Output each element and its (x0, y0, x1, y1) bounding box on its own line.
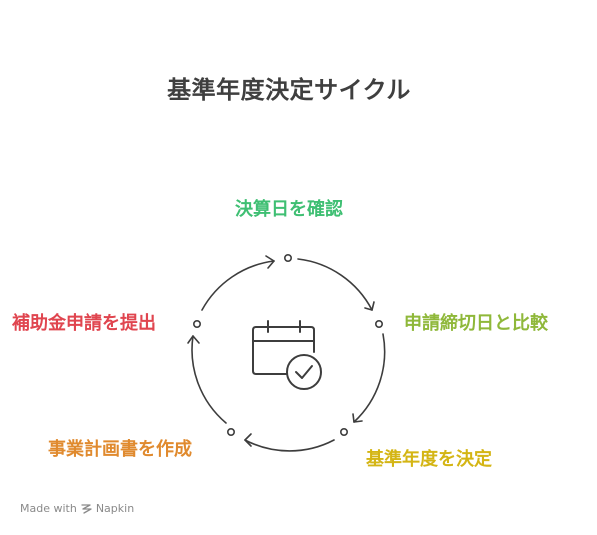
arrowhead-3 (244, 433, 252, 447)
cycle-arrow-1 (297, 258, 373, 311)
calendar-check-icon (252, 320, 322, 390)
stage-node-deadline (374, 319, 383, 328)
stage-label-compare-deadline: 申請締切日と比較 (404, 313, 548, 334)
stage-label-confirm-closing-date: 決算日を確認 (235, 199, 343, 220)
cycle-arrow-2 (353, 333, 386, 423)
footer-attribution: Made with Napkin (20, 502, 134, 515)
diagram-title: 基準年度決定サイクル (167, 76, 411, 104)
cycle-arrow-4 (191, 335, 227, 424)
stage-node-plan (227, 427, 236, 436)
brand-name: Napkin (95, 502, 135, 515)
arrowhead-4 (187, 335, 200, 344)
stage-label-submit-subsidy: 補助金申請を提出 (12, 313, 156, 334)
arrowhead-1 (364, 301, 375, 311)
cycle-arrow-3 (244, 439, 335, 452)
stage-node-submit (193, 319, 202, 328)
stage-node-decide (339, 427, 348, 436)
made-with-text: Made with (20, 502, 77, 515)
napkin-logo-icon (81, 504, 92, 514)
stage-label-create-business-plan: 事業計画書を作成 (48, 439, 192, 460)
cycle-arrow-5 (201, 260, 275, 311)
arrowhead-5 (265, 255, 275, 269)
stage-node-confirm (283, 254, 292, 263)
stage-label-decide-base-year: 基準年度を決定 (366, 449, 492, 470)
arrowhead-2 (352, 413, 363, 423)
